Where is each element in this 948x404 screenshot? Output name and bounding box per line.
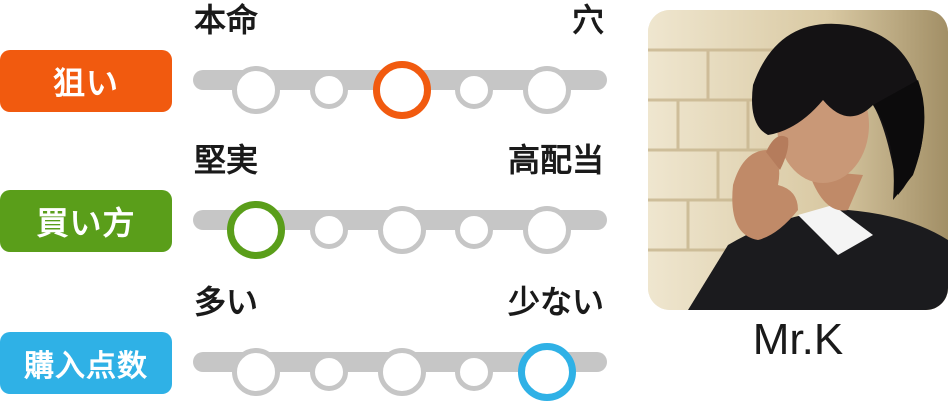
ticket-count-step-circle (518, 343, 576, 401)
rating-row-betting-style: 買い方 堅実 高配当 (0, 140, 620, 260)
rating-row-aim: 狙い 本命 穴 (0, 0, 620, 120)
ticket-count-label-badge: 購入点数 (0, 332, 172, 394)
betting-style-left-label: 堅実 (194, 141, 259, 179)
betting-style-step-circle (377, 206, 426, 254)
ticket-count-left-label: 多い (194, 283, 259, 321)
ticket-count-step-circle (232, 348, 280, 396)
ticket-count-step-circle (377, 348, 426, 396)
profile-name: Mr.K (752, 315, 844, 364)
aim-left-label: 本命 (194, 1, 259, 39)
betting-style-right-label: 高配当 (507, 141, 604, 179)
ticket-count-right-label: 少ない (507, 283, 604, 321)
rating-row-ticket-count: 購入点数 多い 少ない (0, 282, 620, 402)
aim-step-circle (523, 66, 571, 114)
aim-step-circle (232, 66, 280, 114)
person-photo-icon (648, 10, 948, 310)
betting-style-label-badge: 買い方 (0, 190, 172, 252)
aim-step-circle (372, 61, 431, 119)
betting-style-step-circle (309, 211, 348, 249)
ticket-count-track (193, 343, 607, 401)
betting-style-step-circle (455, 211, 494, 249)
aim-track (193, 61, 607, 119)
aim-step-circle (309, 71, 348, 109)
profile-photo (648, 10, 948, 310)
betting-style-step-circle (227, 201, 285, 259)
betting-style-step-circle (523, 206, 571, 254)
aim-label-badge: 狙い (0, 50, 172, 112)
aim-step-circle (455, 71, 494, 109)
ticket-count-step-circle (309, 353, 348, 391)
aim-right-label: 穴 (571, 1, 604, 39)
ticket-count-step-circle (455, 353, 494, 391)
betting-style-track (193, 201, 607, 259)
